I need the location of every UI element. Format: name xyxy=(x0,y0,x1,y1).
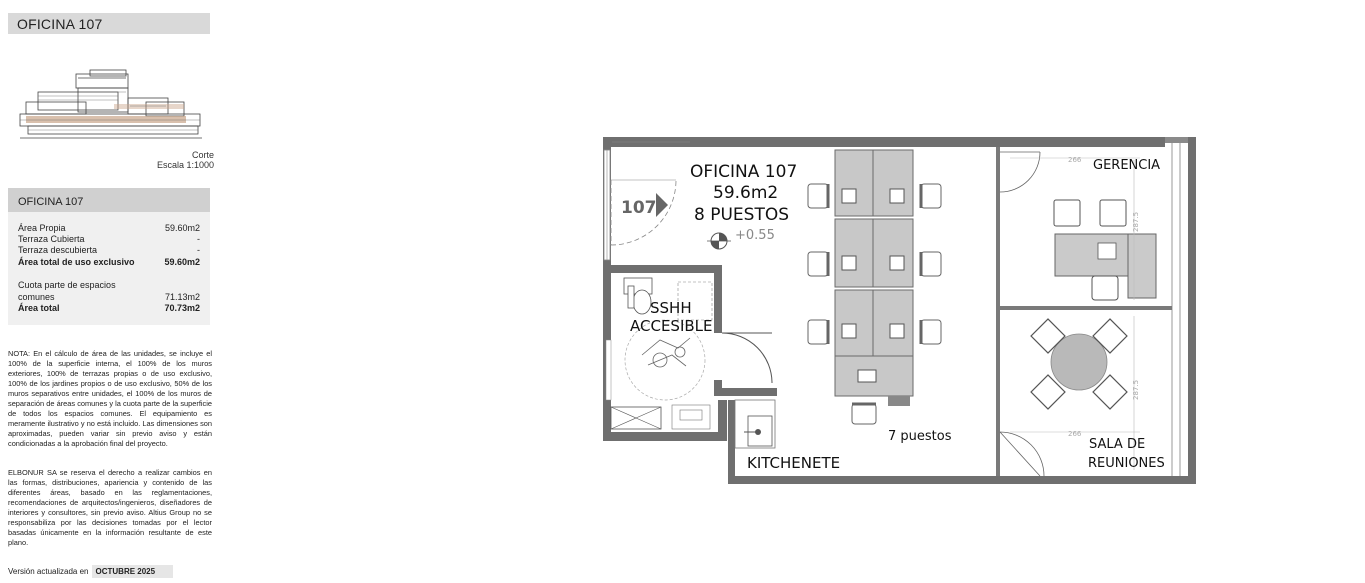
manager-furniture xyxy=(1053,199,1127,227)
office-chairs xyxy=(807,183,942,425)
kitchen-label: KITCHENETE xyxy=(747,454,840,472)
office-area: 59.6m2 xyxy=(713,183,778,203)
unit-tag: 107 xyxy=(621,193,668,218)
meeting-table xyxy=(1030,318,1128,410)
area-note: NOTA: En el cálculo de área de las unida… xyxy=(8,349,212,448)
unit-number: 107 xyxy=(621,198,657,218)
manager-label: GERENCIA xyxy=(1093,158,1160,173)
entry-arrow-icon xyxy=(656,193,668,217)
dim-manager-height: 287.5 xyxy=(1132,212,1140,232)
office-title: OFICINA 107 xyxy=(690,162,797,182)
section-caption: Corte Escala 1:1000 xyxy=(130,150,214,170)
wheelchair-icon xyxy=(641,337,691,368)
building-section-drawing xyxy=(19,69,202,139)
bathroom-label: SSHH xyxy=(650,299,692,317)
level-label: +0.55 xyxy=(735,228,775,243)
bathroom-label-2: ACCESIBLE xyxy=(630,317,713,335)
workstation-desks xyxy=(834,149,914,397)
disclaimer-note: ELBONUR SA se reserva el derecho a reali… xyxy=(8,468,212,547)
dim-meeting-width: 266 xyxy=(1068,430,1082,438)
meeting-label-2: REUNIONES xyxy=(1088,456,1165,471)
level-marker-icon xyxy=(707,232,731,250)
version-label: Versión actualizada en xyxy=(8,567,89,576)
workstations-label: 7 puestos xyxy=(888,429,952,444)
dim-manager-width: 266 xyxy=(1068,156,1082,164)
area-table-header: OFICINA 107 xyxy=(8,188,210,212)
meeting-label: SALA DE xyxy=(1089,437,1145,452)
page-title-tag: OFICINA 107 xyxy=(8,13,210,34)
section-label: Corte xyxy=(191,150,214,160)
version-date: OCTUBRE 2025 xyxy=(91,565,174,578)
area-table-title: OFICINA 107 xyxy=(18,196,84,208)
section-scale: Escala 1:1000 xyxy=(156,160,214,170)
dim-meeting-height: 287.5 xyxy=(1132,380,1140,400)
page-title: OFICINA 107 xyxy=(17,16,103,32)
office-seats: 8 PUESTOS xyxy=(694,205,789,225)
